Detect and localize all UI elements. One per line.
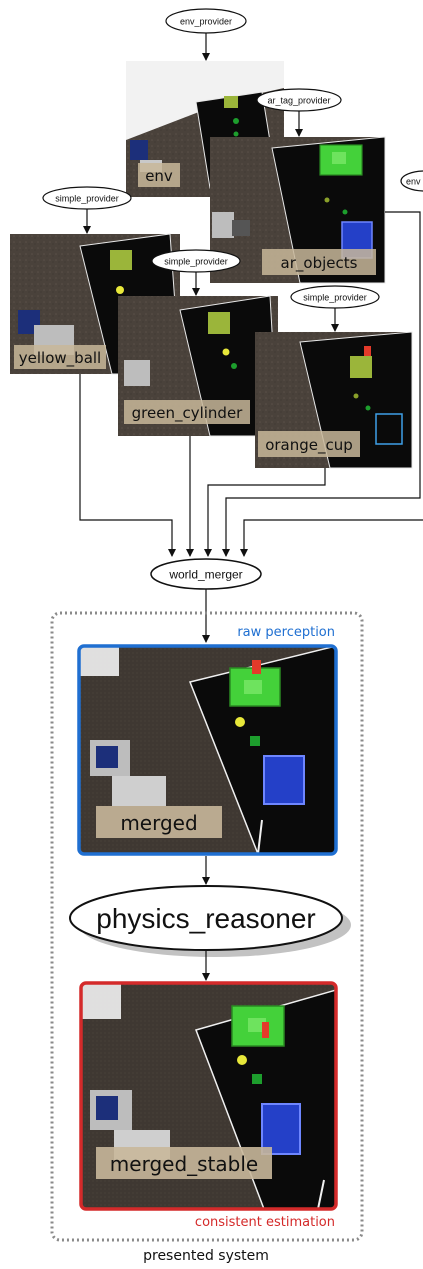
raw-perception-caption: raw perception	[237, 625, 335, 640]
ar-objects-scene-label: ar_objects	[281, 254, 358, 273]
world-merger-node: world_merger	[150, 558, 262, 590]
simple-provider-2-node: simple_provider	[151, 249, 241, 273]
green-cylinder-scene: green_cylinder	[118, 295, 279, 437]
simple-provider-1-node: simple_provider	[42, 186, 132, 210]
yellow-ball-scene-label: yellow_ball	[19, 349, 101, 368]
merged-stable-scene: merged_stable	[79, 981, 338, 1211]
env-provider-node: env_provider	[165, 8, 247, 34]
merger-connectors	[79, 211, 423, 557]
ar-objects-scene: ar_objects	[210, 136, 386, 284]
merged-stable-scene-label: merged_stable	[110, 1152, 258, 1176]
physics-reasoner-node: physics_reasoner	[69, 885, 351, 957]
physics-reasoner-label: physics_reasoner	[96, 903, 315, 934]
merged-scene-label: merged	[120, 811, 197, 835]
simple-provider-3-node: simple_provider	[290, 285, 380, 309]
ar-tag-provider-label: ar_tag_provider	[267, 96, 330, 106]
simple-provider-3-label: simple_provider	[303, 293, 367, 303]
ar-tag-provider-node: ar_tag_provider	[256, 88, 342, 112]
env-provider-label: env_provider	[180, 17, 232, 27]
consistent-estimation-caption: consistent estimation	[195, 1215, 335, 1230]
simple-provider-1-label: simple_provider	[55, 194, 119, 204]
env-scene-label: env	[145, 167, 173, 185]
presented-system-frame	[50, 611, 364, 1242]
env-right-label: env	[406, 177, 421, 187]
presented-system-caption: presented system	[143, 1248, 269, 1264]
env-right-node: env	[400, 170, 423, 192]
merged-scene: merged	[77, 644, 338, 856]
orange-cup-scene-label: orange_cup	[265, 436, 353, 455]
simple-provider-2-label: simple_provider	[164, 257, 228, 267]
merged-frame	[77, 644, 338, 856]
green-cylinder-scene-label: green_cylinder	[132, 404, 244, 423]
world-merger-label: world_merger	[168, 568, 242, 582]
merged-stable-frame	[79, 981, 338, 1211]
orange-cup-scene: orange_cup	[255, 331, 413, 469]
